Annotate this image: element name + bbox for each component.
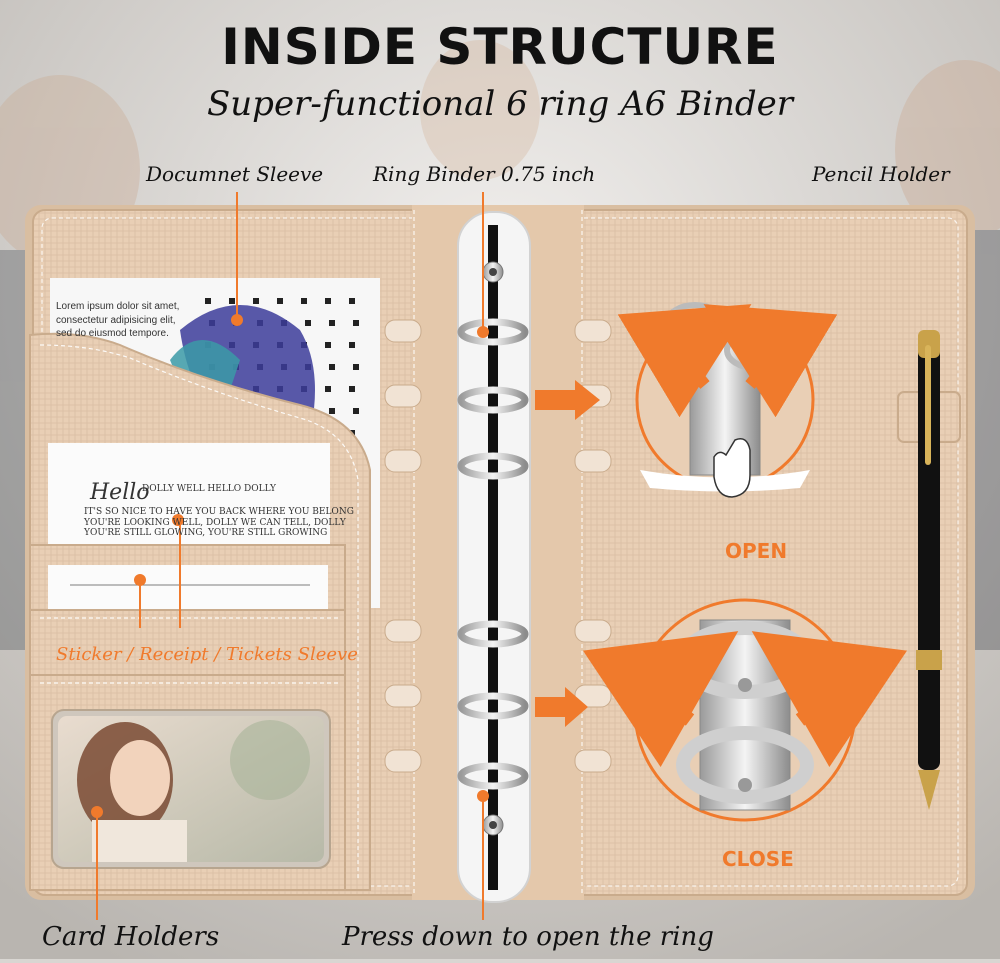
page-subtitle: Super-functional 6 ring A6 Binder [206,84,794,124]
page-title: INSIDE STRUCTURE [221,18,779,76]
open-arrow-right-icon [703,304,838,418]
arrow-to-close-icon [535,687,588,727]
lorem-text: Lorem ipsum dolor sit amet, consectetur … [56,301,180,339]
open-label: OPEN [725,539,788,563]
label-pencil-holder: Pencil Holder [812,162,950,186]
label-sticker-sleeve: Sticker / Receipt / Tickets Sleeve [56,644,358,665]
close-arrow-right-icon [751,631,908,768]
arrow-to-open-icon [535,380,600,420]
close-label: CLOSE [722,847,794,871]
open-arrow-left-icon [617,304,752,418]
receipt-lyrics: Hello DOLLY WELL HELLO DOLLY IT'S SO NIC… [84,480,354,538]
receipt-paper [48,443,330,555]
label-document-sleeve: Documnet Sleeve [146,162,324,186]
close-arrow-left-icon [582,631,739,768]
ticket-paper [48,565,328,615]
callout-pointers [91,192,489,920]
label-press-down: Press down to open the ring [342,922,714,952]
finger-icon [713,438,751,498]
label-card-holders: Card Holders [42,922,220,952]
label-ring-binder: Ring Binder 0.75 inch [373,162,596,186]
binder-rings [457,318,529,790]
